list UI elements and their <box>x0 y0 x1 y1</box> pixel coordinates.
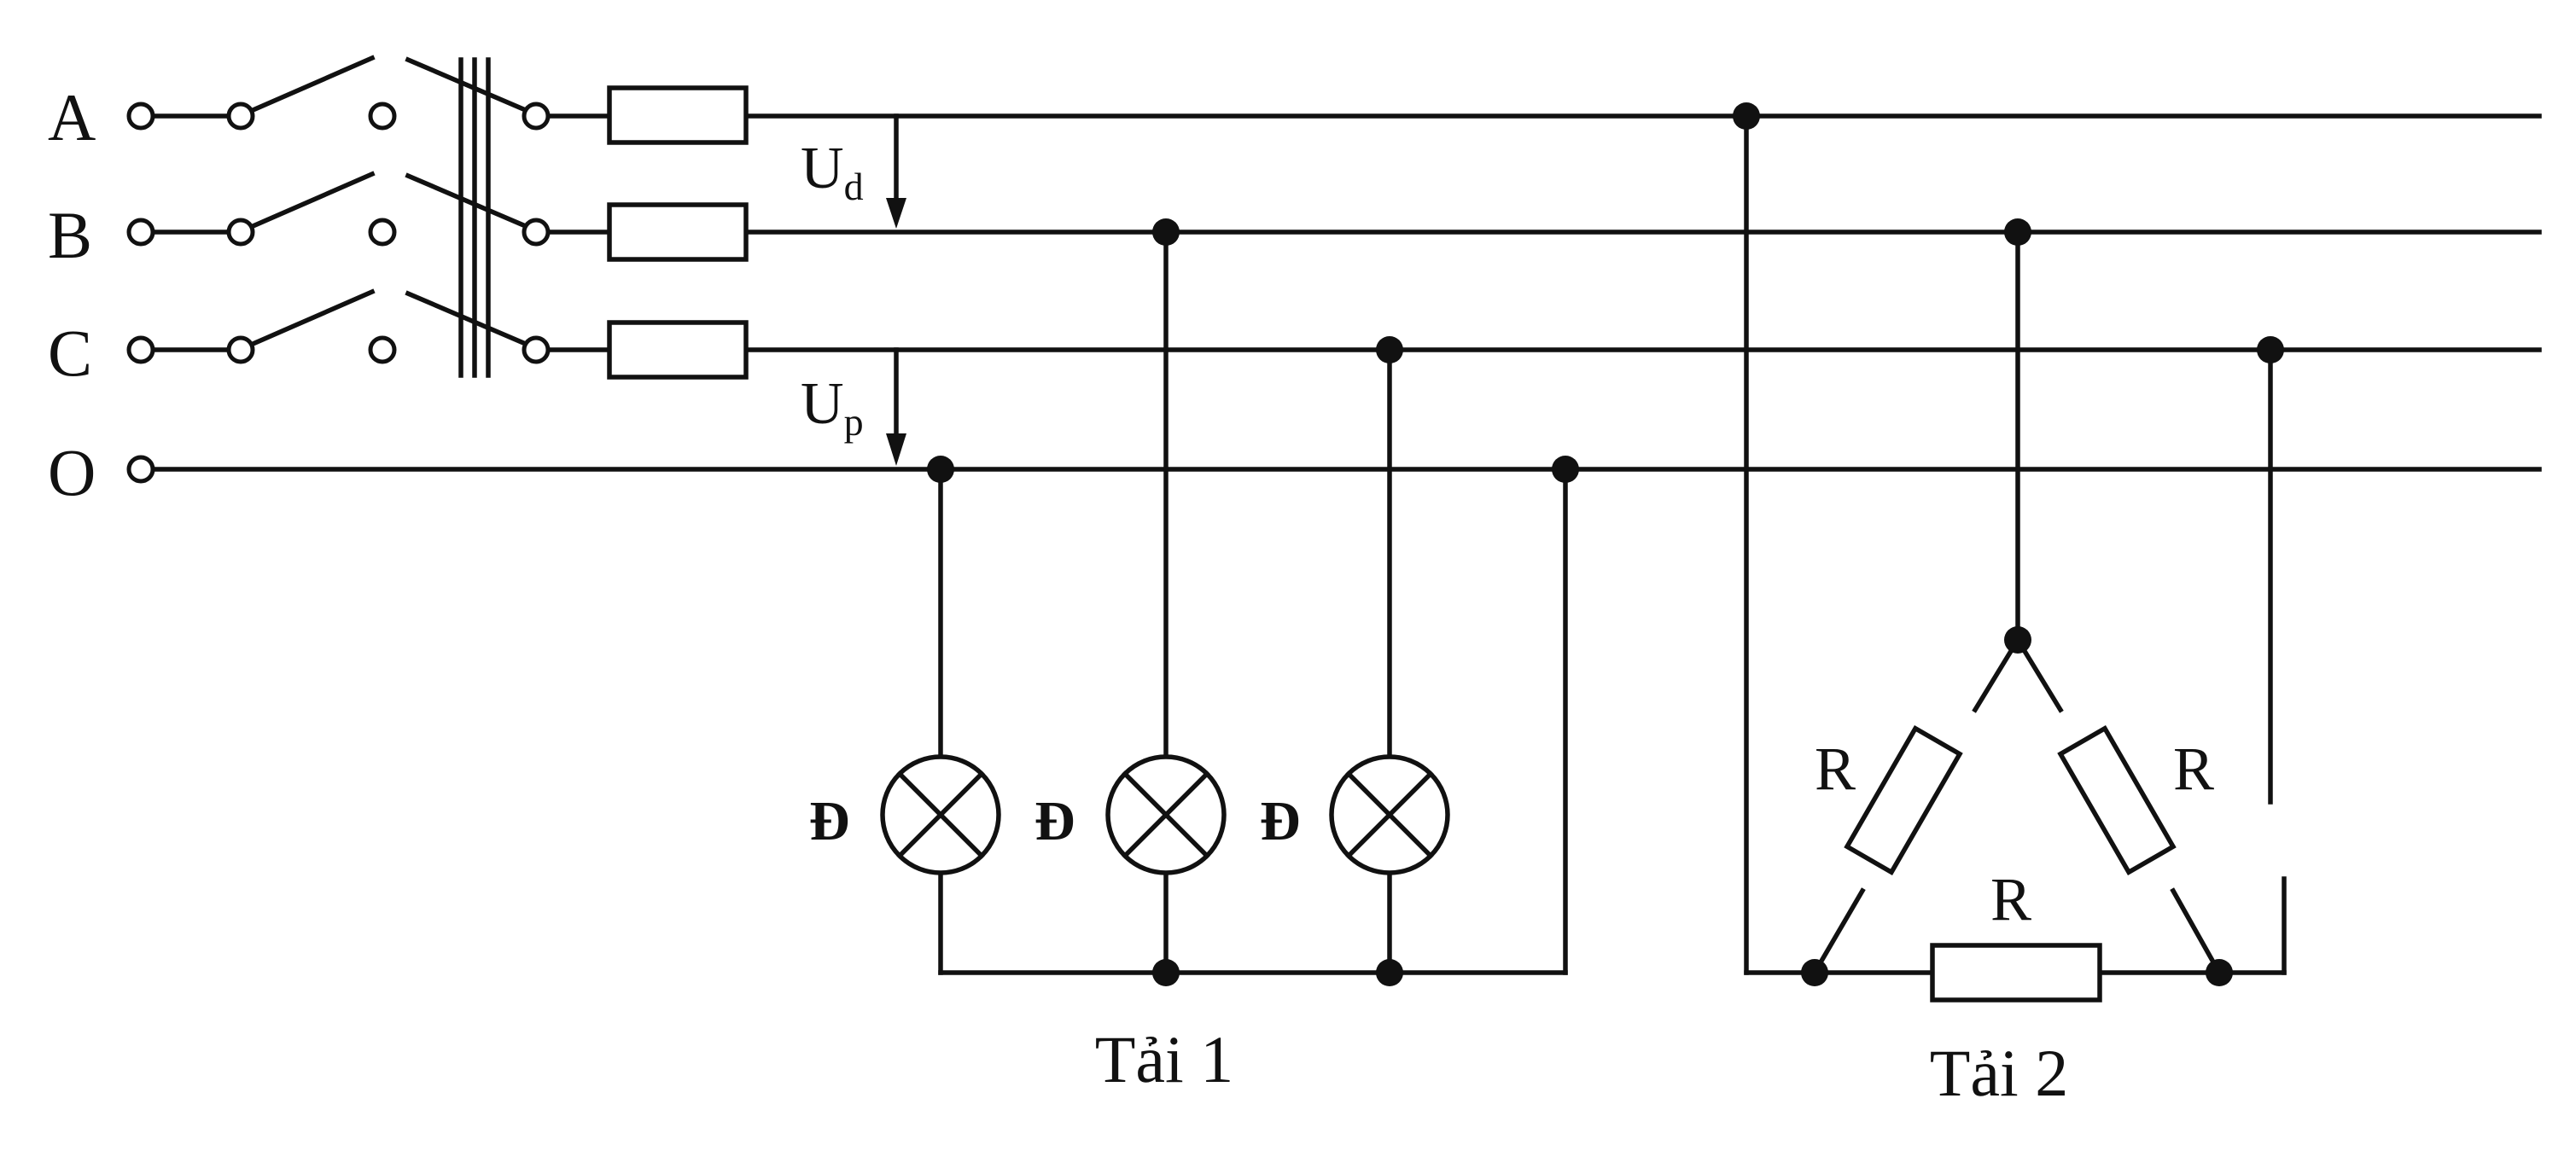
resistor-left-label: R <box>1815 735 1856 803</box>
input-terminal-c <box>126 335 155 364</box>
load-1-wiring <box>938 230 1568 975</box>
junction-node <box>1733 102 1760 130</box>
junction-node <box>1152 218 1180 246</box>
junction-node <box>1801 959 1828 986</box>
lamp-2 <box>1105 754 1227 875</box>
resistor-bottom <box>1930 943 2102 1003</box>
junction-nodes <box>927 102 2284 986</box>
phase-label-c: C <box>48 316 92 390</box>
load-1-label: Tải 1 <box>1095 1022 1233 1096</box>
load-2-label: Tải 2 <box>1930 1036 2068 1110</box>
input-terminal-o <box>126 455 155 484</box>
switch-blades <box>248 55 376 348</box>
resistor-right-label: R <box>2173 735 2214 803</box>
terminals <box>126 102 551 484</box>
lamp-3 <box>1329 754 1450 875</box>
bus-lines <box>149 113 2542 472</box>
junction-node <box>2257 336 2284 363</box>
line-voltage-arrow <box>886 113 906 229</box>
input-terminal-a <box>126 102 155 131</box>
resistor-right <box>2057 724 2177 876</box>
phase-label-o: O <box>48 435 96 509</box>
load-2-wiring <box>1744 113 2287 976</box>
junction-node <box>927 456 954 483</box>
isolator-switch <box>405 56 531 378</box>
phase-label-b: B <box>48 198 92 272</box>
fuse-b <box>607 202 749 262</box>
lamp-3-label: Đ <box>1260 790 1301 852</box>
junction-node <box>1376 336 1403 363</box>
input-wires <box>138 113 243 352</box>
junction-node <box>1552 456 1579 483</box>
junction-node <box>2206 959 2233 986</box>
phase-label-a: A <box>48 80 96 154</box>
phase-voltage-arrow <box>886 347 906 466</box>
phase-voltage-label: Up <box>801 371 864 444</box>
resistor-left <box>1844 724 1963 876</box>
line-voltage-label: Ud <box>801 136 864 208</box>
lamp-2-label: Đ <box>1034 790 1075 852</box>
fuse-a <box>607 85 749 145</box>
junction-node <box>2004 218 2031 246</box>
junction-node <box>1152 959 1180 986</box>
junction-node <box>1376 959 1403 986</box>
input-terminal-b <box>126 218 155 247</box>
resistor-bottom-label: R <box>1990 865 2031 933</box>
lamp-1-label: Đ <box>809 790 850 852</box>
fuse-c <box>607 320 749 380</box>
lamp-1 <box>880 754 1001 875</box>
junction-node <box>2004 626 2031 654</box>
